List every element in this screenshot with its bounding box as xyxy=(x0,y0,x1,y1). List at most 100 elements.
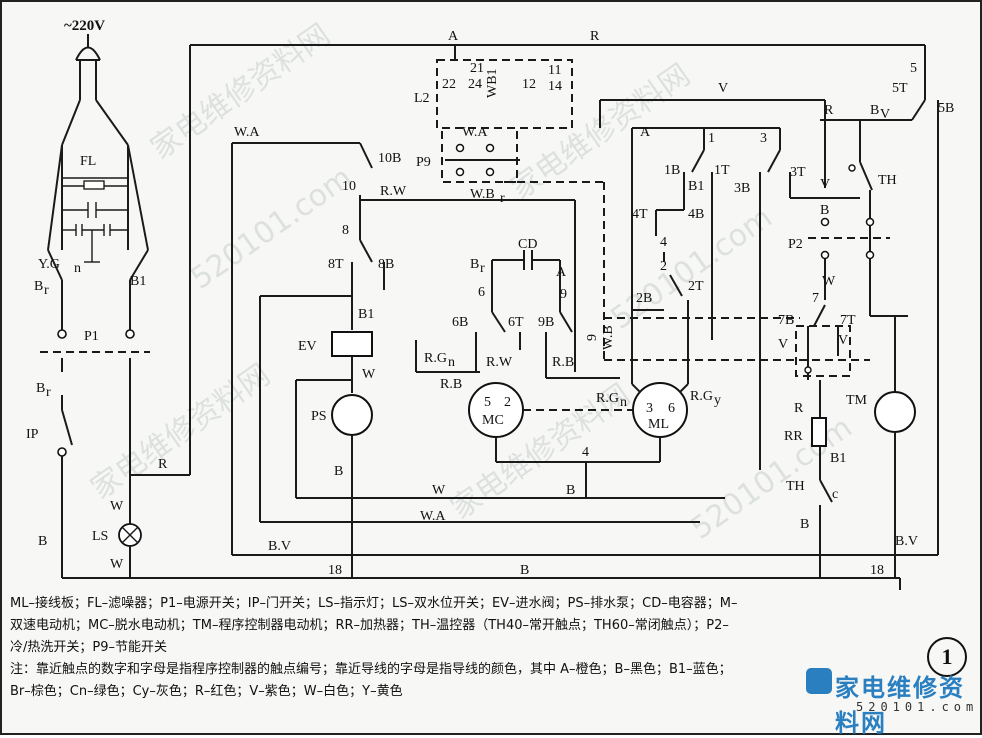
svg-text:B1: B1 xyxy=(830,451,846,466)
svg-text:R.G: R.G xyxy=(596,391,619,406)
contact-1[interactable] xyxy=(691,149,705,173)
svg-text:R.B: R.B xyxy=(440,377,462,392)
svg-text:V: V xyxy=(718,81,728,96)
svg-text:r: r xyxy=(500,191,505,206)
svg-text:A: A xyxy=(640,125,651,140)
svg-text:10: 10 xyxy=(342,179,356,194)
svg-text:r: r xyxy=(46,385,51,400)
svg-text:A: A xyxy=(448,29,459,44)
legend-line: 双速电动机；MC–脱水电动机；TM–程序控制器电动机；RR–加热器；TH–温控器… xyxy=(10,618,729,633)
svg-text:21: 21 xyxy=(470,61,484,76)
svg-text:2: 2 xyxy=(660,259,667,274)
l2-label: L2 xyxy=(414,91,430,106)
svg-text:W.B: W.B xyxy=(601,325,616,350)
svg-text:7T: 7T xyxy=(840,313,856,328)
svg-text:V: V xyxy=(838,333,848,348)
svg-text:c: c xyxy=(832,487,838,502)
p1-label: P1 xyxy=(84,329,99,344)
svg-text:4: 4 xyxy=(582,445,589,460)
svg-text:y: y xyxy=(714,393,721,408)
contact-3[interactable] xyxy=(767,149,781,173)
svg-text:B: B xyxy=(36,381,45,396)
svg-text:4B: 4B xyxy=(688,207,704,222)
svg-text:5T: 5T xyxy=(892,81,908,96)
fl-label: FL xyxy=(80,154,96,169)
svg-text:R: R xyxy=(158,457,168,472)
contact-8[interactable] xyxy=(359,239,373,263)
contact-5[interactable] xyxy=(911,99,926,121)
svg-text:n: n xyxy=(620,395,627,410)
svg-text:10B: 10B xyxy=(378,151,401,166)
svg-text:B.V: B.V xyxy=(895,534,918,549)
svg-text:1: 1 xyxy=(708,131,715,146)
watermark: 家电维修资料网 xyxy=(85,357,277,506)
svg-text:B: B xyxy=(38,534,47,549)
mc-label: MC xyxy=(482,413,504,428)
svg-text:B: B xyxy=(870,103,879,118)
spin-motor-icon xyxy=(468,382,524,438)
brand-site: 520101.com xyxy=(856,700,979,714)
door-switch[interactable] xyxy=(61,409,73,446)
svg-text:R.W: R.W xyxy=(486,355,513,370)
svg-text:B.V: B.V xyxy=(268,539,291,554)
watermark: 520101.com xyxy=(185,160,359,297)
legend-line: ML–接线板；FL–滤噪器；P1–电源开关；IP–门开关；LS–指示灯；LS–双… xyxy=(10,596,738,611)
svg-text:8T: 8T xyxy=(328,257,344,272)
svg-text:6: 6 xyxy=(668,401,675,416)
svg-text:W.A: W.A xyxy=(420,509,446,524)
brand-name: 家电维修资料网 xyxy=(835,674,965,737)
svg-text:6B: 6B xyxy=(452,315,468,330)
svg-text:5B: 5B xyxy=(938,101,954,116)
svg-text:6: 6 xyxy=(478,285,485,300)
contact-6[interactable] xyxy=(491,311,506,333)
cd-label: CD xyxy=(518,237,537,252)
svg-text:18: 18 xyxy=(328,563,342,578)
svg-text:1T: 1T xyxy=(714,163,730,178)
svg-text:r: r xyxy=(44,283,49,298)
drain-pump-icon xyxy=(331,394,373,436)
svg-text:W: W xyxy=(110,557,124,572)
svg-text:2: 2 xyxy=(504,395,511,410)
plug-icon xyxy=(75,46,101,61)
heater-icon xyxy=(811,417,827,447)
brown-wire-label: B xyxy=(34,279,43,294)
legend-note: Br–棕色；Cn–绿色；Cy–灰色；R–红色；V–紫色；W–白色；Y–黄色 xyxy=(10,684,403,699)
svg-text:R.W: R.W xyxy=(380,184,407,199)
blue-wire-label: B1 xyxy=(130,274,146,289)
ev-label: EV xyxy=(298,339,317,354)
contact-7[interactable] xyxy=(813,304,826,327)
legend: ML–接线板；FL–滤噪器；P1–电源开关；IP–门开关；LS–指示灯；LS–双… xyxy=(10,593,970,703)
thermostat-contact[interactable] xyxy=(859,161,873,191)
ps-label: PS xyxy=(311,409,327,424)
contact-10[interactable] xyxy=(359,142,373,169)
svg-text:A: A xyxy=(556,265,567,280)
ground-label: Y.G xyxy=(38,257,60,272)
svg-text:B: B xyxy=(334,464,343,479)
svg-text:9: 9 xyxy=(560,287,567,302)
legend-line: 冷/热洗开关；P9–节能开关 xyxy=(10,640,167,655)
svg-text:R.G: R.G xyxy=(690,389,713,404)
svg-text:2B: 2B xyxy=(636,291,652,306)
th-label: TH xyxy=(878,173,897,188)
svg-text:9B: 9B xyxy=(538,315,554,330)
svg-text:3B: 3B xyxy=(734,181,750,196)
p2-label: P2 xyxy=(788,237,803,252)
svg-text:W: W xyxy=(362,367,376,382)
thermostat-th-contact[interactable] xyxy=(819,479,833,503)
svg-text:R: R xyxy=(590,29,600,44)
svg-text:B: B xyxy=(470,257,479,272)
svg-text:W: W xyxy=(432,483,446,498)
svg-text:B1: B1 xyxy=(688,179,704,194)
svg-text:5: 5 xyxy=(484,395,491,410)
svg-text:4: 4 xyxy=(660,235,667,250)
svg-text:W: W xyxy=(822,274,836,289)
svg-text:14: 14 xyxy=(548,79,562,94)
contact-9[interactable] xyxy=(559,311,573,333)
svg-text:7B: 7B xyxy=(778,313,794,328)
svg-text:W.A: W.A xyxy=(462,125,488,140)
watermark: 家电维修资料网 xyxy=(145,17,337,166)
svg-text:R: R xyxy=(824,103,834,118)
svg-text:3T: 3T xyxy=(790,165,806,180)
contact-2[interactable] xyxy=(669,274,683,297)
